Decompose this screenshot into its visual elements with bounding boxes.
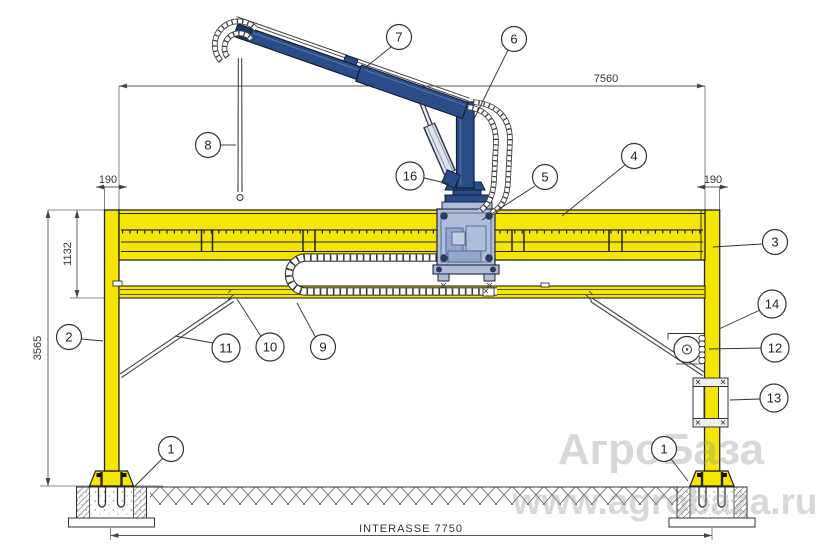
main-beam xyxy=(118,209,706,261)
dimension-annotations: 7560 190 190 1132 3565 INTERASSE 7750 xyxy=(32,73,728,540)
gear-teeth xyxy=(698,334,706,365)
callout-6-mast: 6 xyxy=(473,25,528,120)
dim-span-top: 7560 xyxy=(594,73,618,85)
callout-label: 14 xyxy=(765,297,779,312)
chain-anchor xyxy=(482,287,495,297)
callouts: 7 6 8 16 5 4 3 xyxy=(55,23,790,487)
callout-4-main-beam: 4 xyxy=(561,142,648,217)
callout-1-foundation-left: 1 xyxy=(134,435,185,487)
callout-label: 8 xyxy=(204,138,211,153)
callout-label: 12 xyxy=(768,341,782,356)
callout-10-lower-rail: 10 xyxy=(236,298,285,362)
callout-13-clamp-box: 13 xyxy=(729,383,789,413)
callout-label: 11 xyxy=(219,341,233,356)
callout-label: 3 xyxy=(771,235,778,250)
callout-label: 1 xyxy=(167,442,174,457)
dim-wheelbase: INTERASSE 7750 xyxy=(359,523,463,535)
dim-height: 3565 xyxy=(32,336,44,360)
callout-2-left-column: 2 xyxy=(55,323,104,351)
callout-8-hanging-hose: 8 xyxy=(194,131,236,159)
callout-11-brace: 11 xyxy=(174,333,241,363)
left-column xyxy=(103,209,120,472)
callout-3-right-column-top: 3 xyxy=(712,228,789,256)
callout-9-energy-chain: 9 xyxy=(296,302,337,361)
callout-label: 16 xyxy=(403,169,417,184)
boom xyxy=(232,16,470,120)
dim-col-width-right: 190 xyxy=(704,174,722,186)
callout-label: 1 xyxy=(660,442,667,457)
callout-14-right-column: 14 xyxy=(718,289,787,330)
callout-label: 6 xyxy=(510,32,517,47)
callout-12-drive-motor: 12 xyxy=(708,333,790,363)
callout-7-boom: 7 xyxy=(365,23,413,68)
callout-label: 4 xyxy=(630,149,637,164)
diagonal-brace-left xyxy=(119,289,235,378)
callout-1-foundation-right: 1 xyxy=(650,435,689,482)
callout-label: 5 xyxy=(541,170,548,185)
hanging-hose xyxy=(236,57,244,202)
carriage-bolts xyxy=(436,212,496,273)
ground-hatch xyxy=(150,487,677,505)
crane-assembly xyxy=(215,16,510,213)
travel-drive-motor xyxy=(667,333,706,365)
column-clamp-box xyxy=(692,377,729,428)
carriage xyxy=(432,187,500,289)
callout-label: 7 xyxy=(395,30,402,45)
callout-label: 2 xyxy=(65,330,72,345)
callout-label: 9 xyxy=(319,340,326,355)
watermark-url: www.agrobaza.ru xyxy=(512,481,818,522)
callout-16-cylinder: 16 xyxy=(395,161,451,191)
dim-col-width-left: 190 xyxy=(99,174,117,186)
callout-5-carriage: 5 xyxy=(481,163,559,221)
ground xyxy=(134,486,677,505)
energy-chain xyxy=(289,258,497,297)
beam-stiffeners xyxy=(200,230,623,252)
callout-label: 10 xyxy=(263,340,277,355)
dim-beam-depth: 1132 xyxy=(62,242,74,266)
callout-label: 13 xyxy=(767,391,781,406)
